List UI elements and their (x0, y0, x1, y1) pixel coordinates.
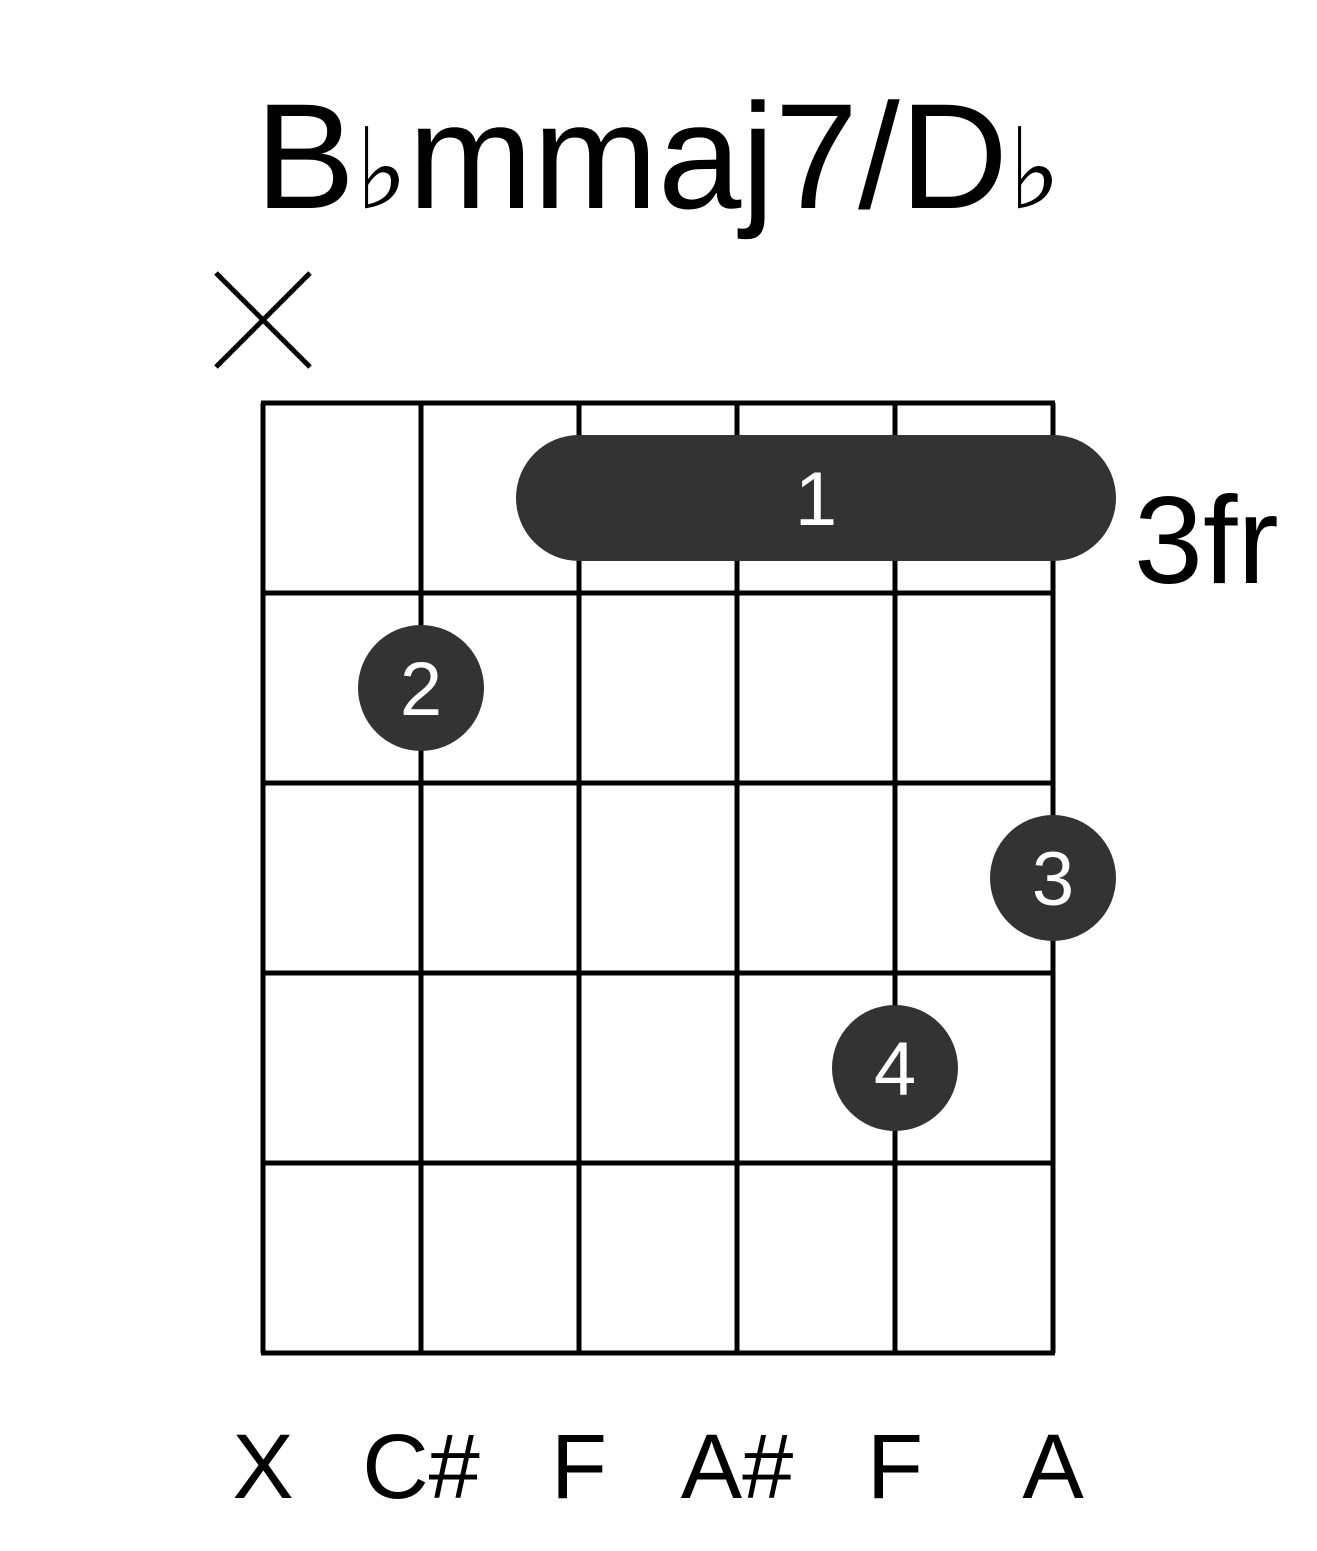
finger-dot: 4 (832, 1005, 958, 1131)
note-label: A# (681, 1416, 794, 1518)
finger-dot-circle (832, 1005, 958, 1131)
flat-symbol: ♭ (355, 105, 408, 235)
muted-string-marker (214, 271, 312, 369)
finger-markers: 1 2 3 4 (358, 435, 1116, 1131)
start-fret-label: 3fr (1134, 472, 1279, 610)
finger-dot: 3 (990, 815, 1116, 941)
chord-title-part: mmaj7/D (408, 72, 1008, 240)
fretboard-grid (260, 400, 1056, 1356)
barre-marker: 1 (516, 435, 1116, 561)
note-label: C# (362, 1416, 480, 1518)
finger-dot-circle (358, 625, 484, 751)
chord-title-part: B (255, 72, 355, 240)
muted-markers (214, 271, 312, 369)
finger-number: 4 (874, 1027, 916, 1112)
finger-dot: 2 (358, 625, 484, 751)
chord-title: B♭mmaj7/D♭ (255, 72, 1061, 240)
note-label: F (867, 1416, 923, 1518)
finger-number: 3 (1032, 837, 1074, 922)
finger-number: 2 (400, 647, 442, 732)
flat-symbol: ♭ (1008, 105, 1061, 235)
x-stroke (214, 271, 312, 369)
barre-shape (516, 435, 1116, 561)
finger-dot-circle (990, 815, 1116, 941)
note-label: X (232, 1416, 293, 1518)
note-label: A (1022, 1416, 1084, 1518)
note-label: F (551, 1416, 607, 1518)
barre-finger-label: 1 (795, 457, 837, 542)
